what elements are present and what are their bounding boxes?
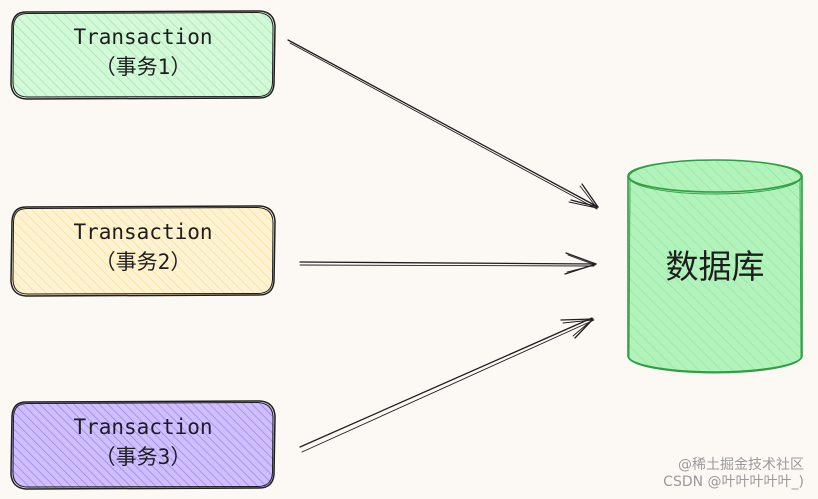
transaction-box-3-border-sketch — [12, 401, 274, 488]
transaction-box-3 — [10, 400, 276, 490]
arrow-2 — [299, 252, 597, 275]
transaction-box-2 — [10, 205, 276, 297]
transaction-3-label: Transaction （事务3） — [12, 412, 274, 472]
transaction-box-3-hatch — [12, 402, 274, 488]
database-body-outline — [627, 176, 803, 373]
watermark: @稀土掘金技术社区 CSDN @叶叶叶叶叶_) — [663, 457, 804, 491]
database-body-outline-sketch — [628, 177, 802, 374]
transaction-2-title: Transaction — [73, 220, 213, 244]
transaction-box-3-border — [10, 400, 276, 490]
transaction-1-subtitle: （事务1） — [94, 55, 192, 79]
database-top-hatch — [628, 160, 802, 192]
transaction-2-subtitle: （事务2） — [94, 250, 192, 274]
transaction-1-title: Transaction — [73, 25, 213, 49]
transaction-3-subtitle: （事务3） — [94, 445, 192, 469]
transaction-box-2-border-sketch — [12, 206, 274, 295]
transaction-2-label: Transaction （事务2） — [12, 217, 274, 277]
arrow-3 — [299, 317, 595, 453]
transaction-box-1-hatch — [12, 12, 274, 98]
database-cylinder — [627, 159, 803, 374]
transaction-box-1-border — [10, 10, 276, 100]
transaction-box-1-border-sketch — [12, 11, 274, 98]
database-top-outline-sketch — [628, 159, 802, 195]
transaction-1-label: Transaction （事务1） — [12, 22, 274, 82]
arrow-1 — [287, 39, 599, 210]
watermark-line-2: CSDN @叶叶叶叶叶_) — [663, 474, 804, 490]
transaction-box-2-hatch — [12, 207, 274, 295]
database-body-hatch — [628, 160, 802, 372]
transaction-box-2-border — [10, 205, 276, 297]
database-label: 数据库 — [665, 247, 765, 286]
transaction-3-title: Transaction — [73, 415, 213, 439]
watermark-line-1: @稀土掘金技术社区 — [678, 457, 804, 473]
transaction-box-1 — [10, 10, 276, 100]
